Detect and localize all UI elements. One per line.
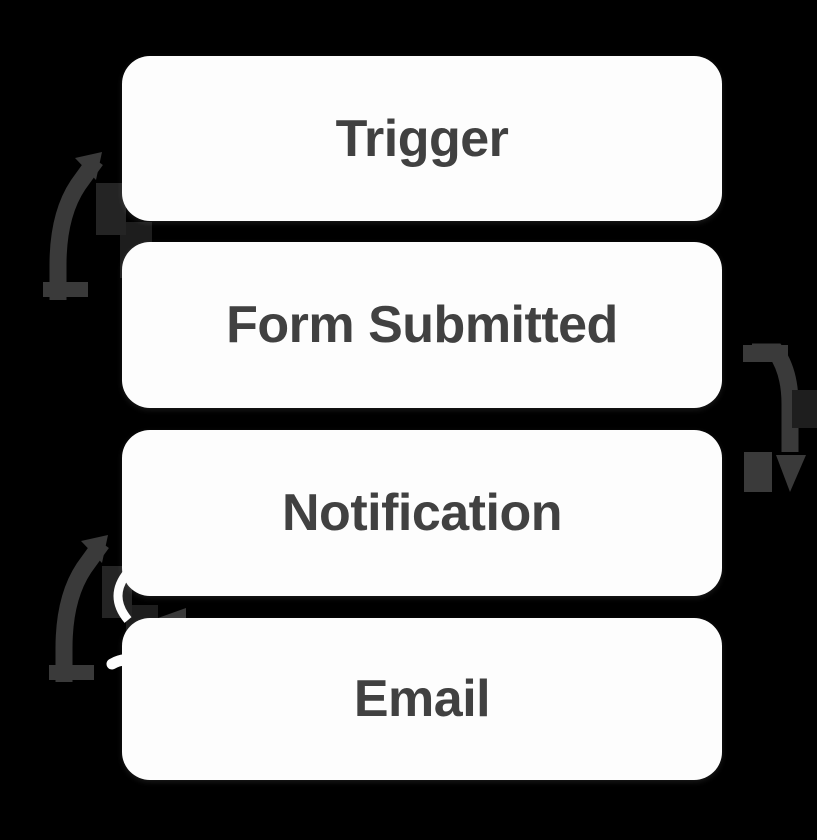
node-trigger-label: Trigger [335,109,509,168]
node-form-submitted[interactable]: Form Submitted [122,242,722,408]
node-email[interactable]: Email [122,618,722,780]
arrow-right-mid-icon [743,343,817,492]
node-form-submitted-label: Form Submitted [226,296,618,354]
node-notification-label: Notification [282,484,562,542]
node-notification[interactable]: Notification [122,430,722,596]
node-email-label: Email [353,670,491,728]
node-trigger[interactable]: Trigger [122,56,722,221]
